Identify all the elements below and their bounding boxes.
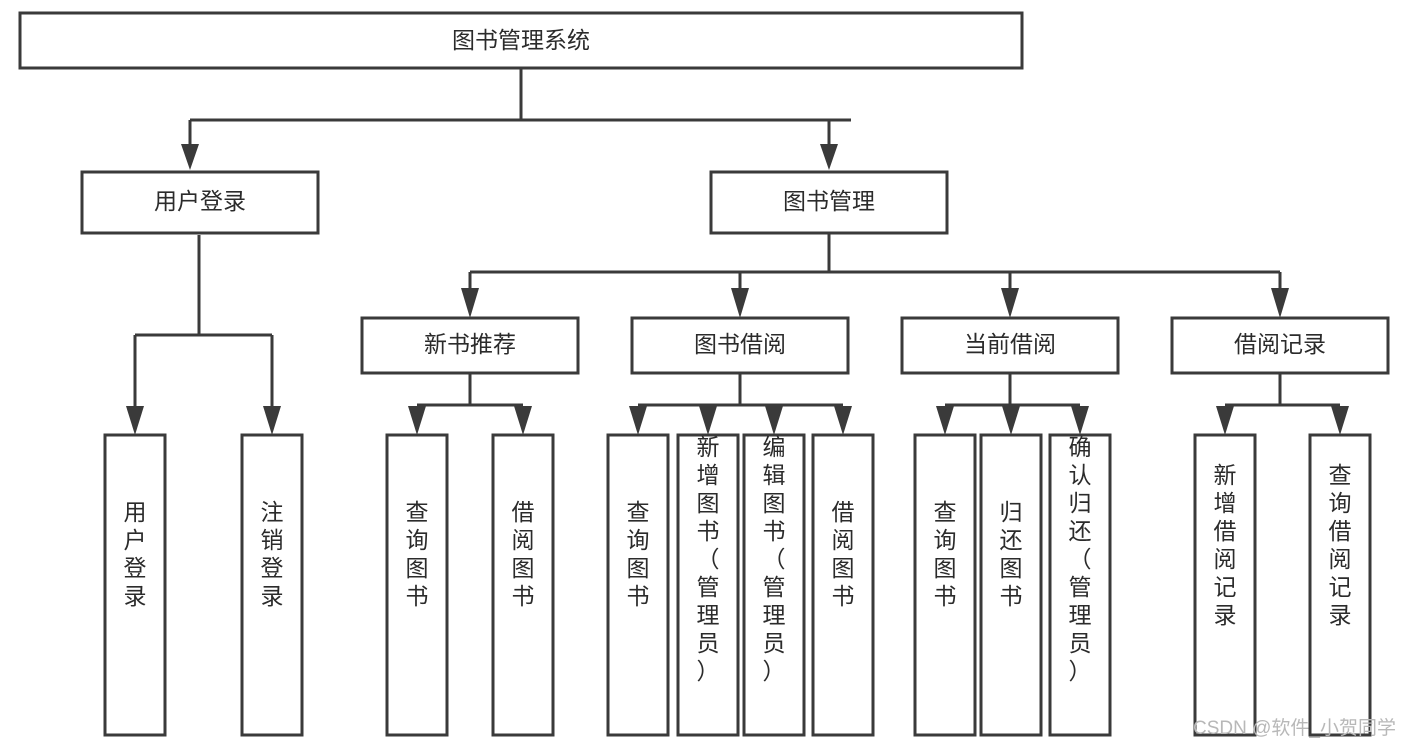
leaf-label: 借阅图书 <box>832 499 855 609</box>
arrow-head-icon <box>1271 288 1289 318</box>
connector-bookborrow-to-leaves <box>629 374 852 435</box>
arrow-head-icon <box>461 288 479 318</box>
arrow-head-icon <box>699 406 717 435</box>
leaf-label: 查询图书 <box>627 499 650 609</box>
node-root-system[interactable]: 图书管理系统 <box>18 11 1024 70</box>
arrow-head-icon <box>765 406 783 435</box>
leaf-current-borrow-2[interactable]: 确认归还（管理员） <box>1048 433 1112 737</box>
node-borrow-record[interactable]: 借阅记录 <box>1170 316 1390 375</box>
connector-newbook-to-leaves <box>408 374 532 435</box>
leaf-label: 查询借阅记录 <box>1329 462 1352 628</box>
node-root-label: 图书管理系统 <box>452 27 590 53</box>
leaf-book-borrow-3[interactable]: 借阅图书 <box>811 433 875 737</box>
node-current-borrow-label: 当前借阅 <box>964 331 1056 357</box>
leaf-label: 借阅图书 <box>512 499 535 609</box>
node-user-login-label: 用户登录 <box>154 188 246 214</box>
arrow-head-icon <box>126 406 144 435</box>
arrow-head-icon <box>1071 406 1089 435</box>
leaf-book-borrow-0[interactable]: 查询图书 <box>606 433 670 737</box>
arrow-head-icon <box>629 406 647 435</box>
connector-userlogin-to-leaves <box>126 235 281 435</box>
watermark: CSDN @软件_小贺同学 <box>1193 717 1396 739</box>
leaf-label: 编辑图书（管理员） <box>763 434 786 684</box>
connector-bookmgmt-to-level3 <box>461 232 1289 318</box>
arrow-head-icon <box>834 406 852 435</box>
arrow-head-icon <box>820 144 838 170</box>
connector-root-to-level2 <box>181 68 851 170</box>
node-book-management-label: 图书管理 <box>783 188 875 214</box>
arrow-head-icon <box>936 406 954 435</box>
arrow-head-icon <box>408 406 426 435</box>
node-user-login[interactable]: 用户登录 <box>80 170 320 235</box>
arrow-head-icon <box>263 406 281 435</box>
leaf-book-borrow-2[interactable]: 编辑图书（管理员） <box>742 433 806 737</box>
leaf-label: 查询图书 <box>406 499 429 609</box>
arrow-head-icon <box>1002 406 1020 435</box>
leaf-current-borrow-0[interactable]: 查询图书 <box>913 433 977 737</box>
node-book-management[interactable]: 图书管理 <box>709 170 949 235</box>
leaf-label: 归还图书 <box>1000 499 1023 609</box>
node-book-borrow-label: 图书借阅 <box>694 331 786 357</box>
node-new-book-recommend-label: 新书推荐 <box>424 331 516 357</box>
leaf-label: 新增借阅记录 <box>1214 462 1237 628</box>
leaf-label: 用户登录 <box>124 499 147 609</box>
leaf-user-login-0[interactable]: 用户登录 <box>103 433 167 737</box>
leaf-new-book-0[interactable]: 查询图书 <box>385 433 449 737</box>
leaf-borrow-record-1[interactable]: 查询借阅记录 <box>1308 433 1372 737</box>
node-new-book-recommend[interactable]: 新书推荐 <box>360 316 580 375</box>
leaf-label: 新增图书（管理员） <box>697 434 720 684</box>
leaf-label: 确认归还（管理员） <box>1069 434 1092 684</box>
leaf-label: 注销登录 <box>261 499 284 609</box>
arrow-head-icon <box>1001 288 1019 318</box>
connector-currentborrow-to-leaves <box>936 374 1089 435</box>
connector-borrowrecord-to-leaves <box>1216 374 1349 435</box>
leaf-user-login-1[interactable]: 注销登录 <box>240 433 304 737</box>
leaf-new-book-1[interactable]: 借阅图书 <box>491 433 555 737</box>
arrow-head-icon <box>1331 406 1349 435</box>
leaf-borrow-record-0[interactable]: 新增借阅记录 <box>1193 433 1257 737</box>
arrow-head-icon <box>1216 406 1234 435</box>
leaf-current-borrow-1[interactable]: 归还图书 <box>979 433 1043 737</box>
arrow-head-icon <box>731 288 749 318</box>
node-current-borrow[interactable]: 当前借阅 <box>900 316 1120 375</box>
arrow-head-icon <box>181 144 199 170</box>
node-borrow-record-label: 借阅记录 <box>1234 331 1326 357</box>
leaf-label: 查询图书 <box>934 499 957 609</box>
node-book-borrow[interactable]: 图书借阅 <box>630 316 850 375</box>
arrow-head-icon <box>514 406 532 435</box>
leaf-book-borrow-1[interactable]: 新增图书（管理员） <box>676 433 740 737</box>
